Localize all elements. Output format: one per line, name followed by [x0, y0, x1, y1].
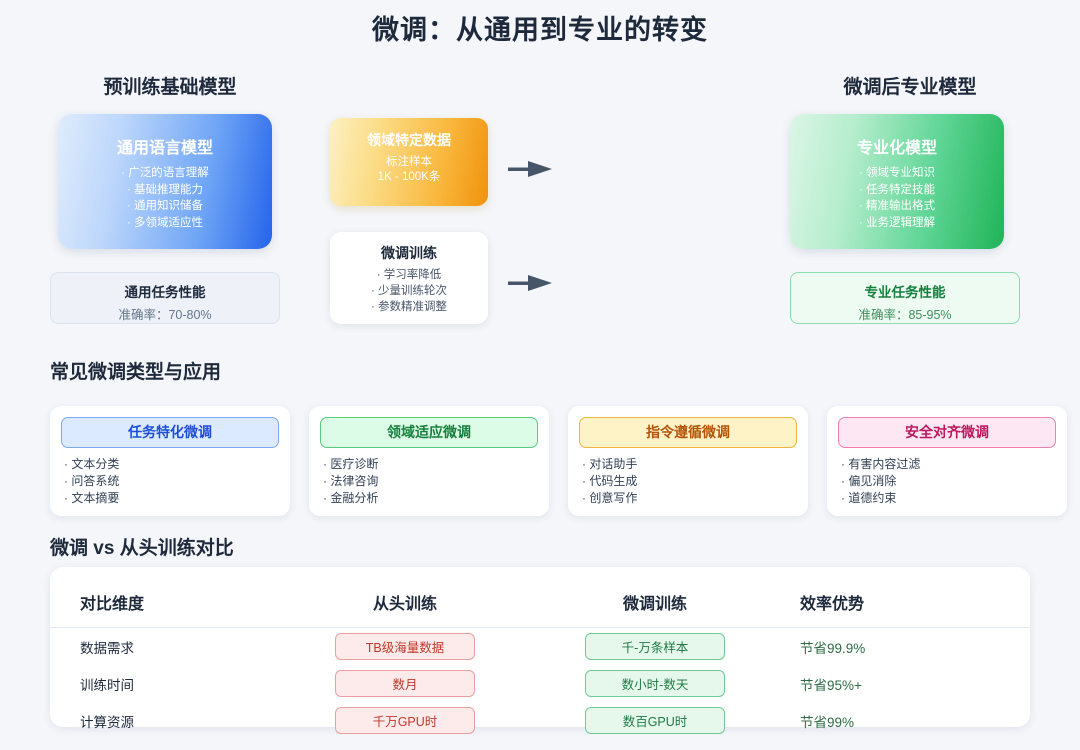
type-badge: 任务特化微调 [61, 417, 279, 448]
pill-from-scratch: 数月 [335, 670, 475, 697]
cell-dimension: 数据需求 [80, 640, 134, 656]
list-item: 文本摘要 [64, 490, 279, 507]
pill-from-scratch: 千万GPU时 [335, 707, 475, 734]
finetune-training-title: 微调训练 [381, 245, 437, 261]
comparison-section-heading: 微调 vs 从头训练对比 [50, 538, 234, 559]
type-card-domain-adaptive: 领域适应微调 医疗诊断 法律咨询 金融分析 [309, 406, 549, 516]
type-card-instruction-following: 指令遵循微调 对话助手 代码生成 创意写作 [568, 406, 808, 516]
pill-finetune: 数小时-数天 [585, 670, 725, 697]
arrow-right-icon [508, 275, 552, 291]
cell-efficiency: 节省99% [800, 714, 855, 730]
list-item: 道德约束 [841, 490, 1056, 507]
type-item-list: 有害内容过滤 偏见消除 道德约束 [838, 456, 1056, 507]
specialized-performance-value: 准确率：85-95% [858, 308, 952, 322]
list-item: 精准输出格式 [790, 198, 1004, 215]
comparison-card: 对比维度 从头训练 微调训练 效率优势 数据需求 TB级海量数据 千-万条样本 … [50, 567, 1030, 734]
pill-finetune: 千-万条样本 [585, 633, 725, 660]
list-item: 基础推理能力 [58, 182, 272, 199]
cell-finetune: 千-万条样本 [530, 628, 780, 666]
type-badge: 领域适应微调 [320, 417, 538, 448]
list-item: 业务逻辑理解 [790, 215, 1004, 232]
domain-data-title: 领域特定数据 [367, 132, 451, 148]
cell-from-scratch: TB级海量数据 [280, 628, 530, 666]
cell-from-scratch: 数月 [280, 665, 530, 702]
type-card-task-specific: 任务特化微调 文本分类 问答系统 文本摘要 [50, 406, 290, 516]
cell-finetune: 数小时-数天 [530, 665, 780, 702]
table-header-row: 对比维度 从头训练 微调训练 效率优势 [50, 567, 1030, 628]
table-row: 数据需求 TB级海量数据 千-万条样本 节省99.9% [50, 628, 1030, 666]
type-card-safety-alignment: 安全对齐微调 有害内容过滤 偏见消除 道德约束 [827, 406, 1067, 516]
specialized-model-title: 专业化模型 [856, 140, 937, 157]
specialized-model-card: 专业化模型 领域专业知识 任务特定技能 精准输出格式 业务逻辑理解 [790, 114, 1004, 249]
list-item: 问答系统 [64, 473, 279, 490]
base-model-title: 通用语言模型 [116, 140, 213, 157]
pill-from-scratch: TB级海量数据 [335, 633, 475, 660]
type-badge: 指令遵循微调 [579, 417, 797, 448]
type-item-list: 文本分类 问答系统 文本摘要 [61, 456, 279, 507]
list-item: 领域专业知识 [790, 165, 1004, 182]
list-item: 对话助手 [582, 456, 797, 473]
finetune-training-card: 微调训练 学习率降低 少量训练轮次 参数精准调整 [330, 232, 488, 324]
cell-efficiency: 节省95%+ [800, 677, 862, 693]
general-performance-value: 准确率：70-80% [118, 308, 212, 322]
list-item: 学习率降低 [330, 267, 488, 283]
specialized-performance-title: 专业任务性能 [864, 285, 946, 300]
arrow-right-icon [508, 161, 552, 177]
cell-dimension: 计算资源 [80, 714, 134, 730]
domain-data-line2: 1K - 100K条 [377, 171, 441, 183]
type-badge: 安全对齐微调 [838, 417, 1056, 448]
heading-pretrained-model: 预训练基础模型 [103, 77, 237, 98]
domain-data-line1: 标注样本 [386, 156, 432, 168]
general-performance-title: 通用任务性能 [124, 285, 206, 300]
column-header-efficiency: 效率优势 [780, 567, 1030, 628]
list-item: 医疗诊断 [323, 456, 538, 473]
column-header-finetune: 微调训练 [530, 567, 780, 628]
table-row: 训练时间 数月 数小时-数天 节省95%+ [50, 665, 1030, 702]
specialized-performance-box: 专业任务性能 准确率：85-95% [790, 272, 1020, 324]
list-item: 创意写作 [582, 490, 797, 507]
column-header-from-scratch: 从头训练 [280, 567, 530, 628]
list-item: 广泛的语言理解 [58, 165, 272, 182]
list-item: 任务特定技能 [790, 182, 1004, 199]
list-item: 偏见消除 [841, 473, 1056, 490]
types-section-heading: 常见微调类型与应用 [50, 362, 222, 383]
table-row: 计算资源 千万GPU时 数百GPU时 节省99% [50, 702, 1030, 739]
list-item: 代码生成 [582, 473, 797, 490]
cell-efficiency: 节省99.9% [800, 640, 866, 656]
list-item: 通用知识储备 [58, 198, 272, 215]
base-model-feature-list: 广泛的语言理解 基础推理能力 通用知识储备 多领域适应性 [58, 165, 272, 231]
cell-finetune: 数百GPU时 [530, 702, 780, 739]
page-title: 微调：从通用到专业的转变 [372, 15, 708, 45]
comparison-table: 对比维度 从头训练 微调训练 效率优势 数据需求 TB级海量数据 千-万条样本 … [50, 567, 1030, 739]
list-item: 少量训练轮次 [330, 283, 488, 299]
list-item: 金融分析 [323, 490, 538, 507]
type-item-list: 对话助手 代码生成 创意写作 [579, 456, 797, 507]
pill-finetune: 数百GPU时 [585, 707, 725, 734]
type-item-list: 医疗诊断 法律咨询 金融分析 [320, 456, 538, 507]
base-model-card: 通用语言模型 广泛的语言理解 基础推理能力 通用知识储备 多领域适应性 [58, 114, 272, 249]
list-item: 法律咨询 [323, 473, 538, 490]
list-item: 参数精准调整 [330, 299, 488, 315]
list-item: 多领域适应性 [58, 215, 272, 232]
column-header-dimension: 对比维度 [50, 567, 280, 628]
specialized-model-feature-list: 领域专业知识 任务特定技能 精准输出格式 业务逻辑理解 [790, 165, 1004, 231]
heading-finetuned-model: 微调后专业模型 [843, 77, 977, 98]
domain-data-card: 领域特定数据 标注样本 1K - 100K条 [330, 118, 488, 206]
general-performance-box: 通用任务性能 准确率：70-80% [50, 272, 280, 324]
list-item: 文本分类 [64, 456, 279, 473]
finetune-training-list: 学习率降低 少量训练轮次 参数精准调整 [330, 267, 488, 315]
cell-dimension: 训练时间 [80, 677, 134, 693]
cell-from-scratch: 千万GPU时 [280, 702, 530, 739]
list-item: 有害内容过滤 [841, 456, 1056, 473]
